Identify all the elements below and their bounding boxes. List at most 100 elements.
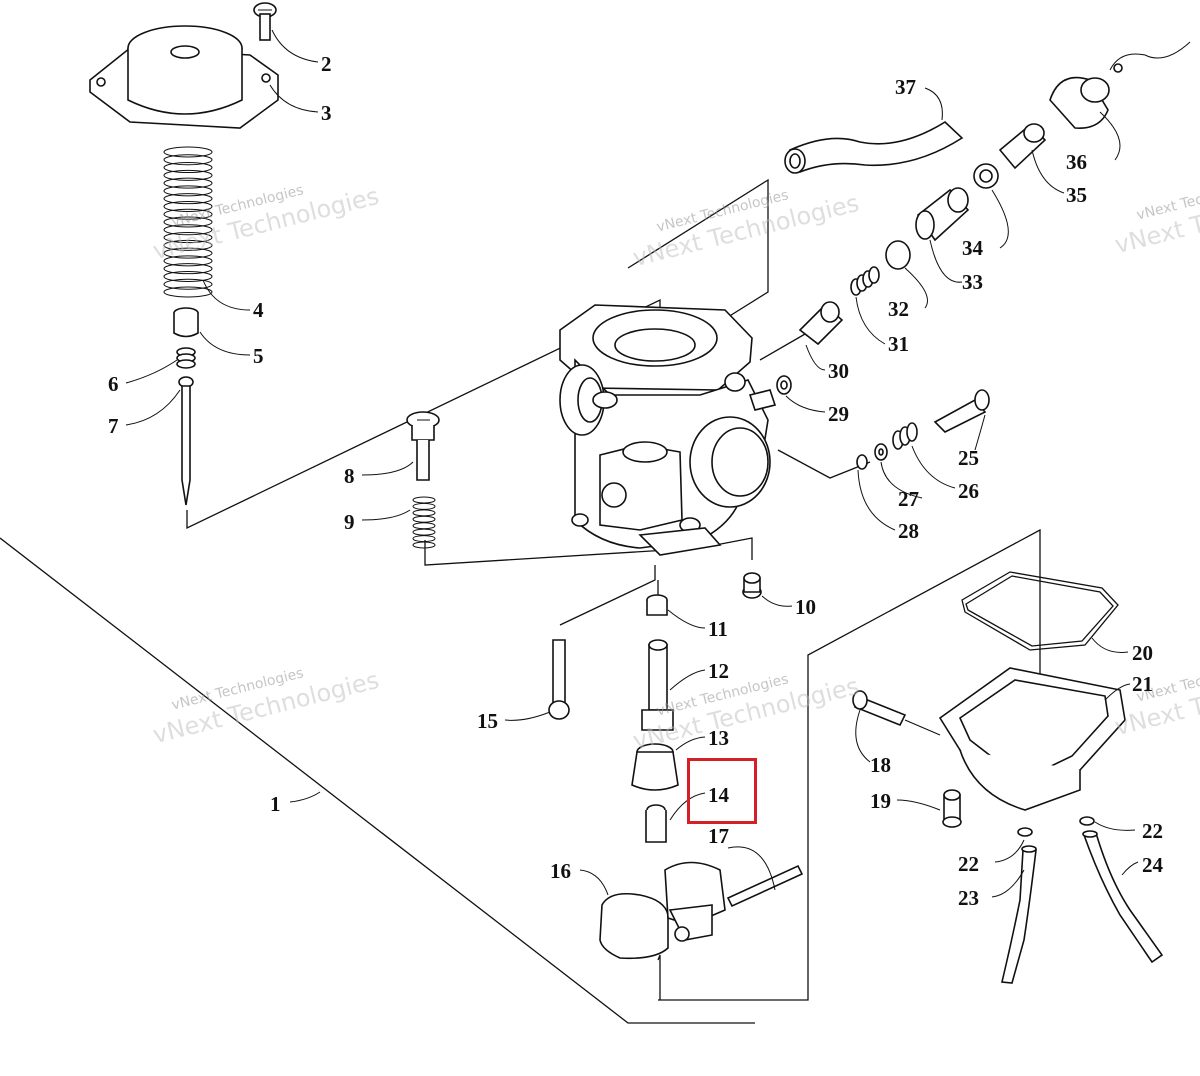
part-label-2: 2 <box>321 52 332 76</box>
spring-coil <box>412 509 436 517</box>
part-32-o-ring <box>885 240 911 270</box>
part-28-o-ring <box>856 454 868 470</box>
part-label-11: 11 <box>708 617 728 641</box>
part-11-jet <box>646 594 668 616</box>
part-label-36: 36 <box>1066 150 1087 174</box>
part-22-clip-left <box>1017 827 1033 837</box>
part-label-13: 13 <box>708 726 729 750</box>
part-27-washer <box>874 443 888 461</box>
spring-coil <box>163 146 213 158</box>
part-label-17: 17 <box>708 824 729 848</box>
part-label-4: 4 <box>253 298 264 322</box>
part-36-cap <box>1049 41 1191 129</box>
part-30-plunger <box>798 301 844 346</box>
spring-coil <box>412 502 436 510</box>
part-31-spring <box>850 266 880 296</box>
spring-coil <box>163 208 213 220</box>
spring-coil <box>163 270 213 282</box>
spring-coil <box>163 193 213 205</box>
part-4-spring <box>163 146 213 298</box>
part-26-spring <box>892 422 918 450</box>
part-label-8: 8 <box>344 464 355 488</box>
part-6-clip <box>176 347 196 369</box>
part-label-19: 19 <box>870 789 891 813</box>
part-label-33: 33 <box>962 270 983 294</box>
part-label-3: 3 <box>321 101 332 125</box>
part-21-float-bowl <box>938 667 1126 811</box>
part-3-cover <box>89 25 279 129</box>
spring-coil <box>163 232 213 244</box>
spring-coil <box>412 528 436 536</box>
part-label-21: 21 <box>1132 672 1153 696</box>
part-label-25: 25 <box>958 446 979 470</box>
part-33-starter-body <box>915 187 970 242</box>
part-9-spring <box>412 496 436 549</box>
part-5-retainer <box>173 307 199 338</box>
spring-coil <box>412 496 436 504</box>
part-label-23: 23 <box>958 886 979 910</box>
part-22-clip-right <box>1079 816 1095 826</box>
part-19-screw <box>942 789 962 828</box>
part-label-30: 30 <box>828 359 849 383</box>
part-label-18: 18 <box>870 753 891 777</box>
spring-coil <box>163 278 213 290</box>
part-label-5: 5 <box>253 344 264 368</box>
part-10-screw <box>742 572 762 599</box>
spring-coil <box>163 177 213 189</box>
part-label-26: 26 <box>958 479 979 503</box>
part-35-plunger <box>998 123 1047 170</box>
part-12-needle-jet <box>641 639 674 731</box>
leader-lines <box>125 29 1139 898</box>
part-label-34: 34 <box>962 236 983 260</box>
part-label-35: 35 <box>1066 183 1087 207</box>
carburetor-body <box>559 304 777 556</box>
part-label-6: 6 <box>108 372 119 396</box>
part-label-32: 32 <box>888 297 909 321</box>
spring-coil <box>163 154 213 166</box>
part-34-nut <box>973 163 999 189</box>
part-29-cap <box>776 375 792 395</box>
spring-coil <box>163 255 213 267</box>
spring-coil <box>412 522 436 530</box>
part-label-28: 28 <box>898 519 919 543</box>
part-label-9: 9 <box>344 510 355 534</box>
part-label-15: 15 <box>477 709 498 733</box>
highlight-box <box>687 758 757 824</box>
spring-coil <box>412 535 436 543</box>
part-23-drain-tube <box>1001 845 1037 984</box>
part-24-vent-tube <box>1082 830 1164 964</box>
part-label-24: 24 <box>1142 853 1163 877</box>
part-label-16: 16 <box>550 859 571 883</box>
part-label-29: 29 <box>828 402 849 426</box>
part-15-pilot-screw <box>548 639 570 720</box>
part-7-jet-needle <box>178 376 194 506</box>
spring-coil <box>163 200 213 212</box>
part-label-10: 10 <box>795 595 816 619</box>
part-25-screw <box>933 389 990 433</box>
spring-coil <box>163 169 213 181</box>
part-14-main-jet <box>645 804 667 843</box>
part-17-float-pin <box>726 864 804 908</box>
part-16-float <box>599 861 726 960</box>
part-label-37: 37 <box>895 75 916 99</box>
spring-coil <box>412 515 436 523</box>
spring-coil <box>163 185 213 197</box>
part-label-27: 27 <box>898 487 919 511</box>
spring-coil <box>163 263 213 275</box>
part-8-throttle-screw <box>406 411 440 481</box>
part-label-22: 22 <box>1142 819 1163 843</box>
part-label-31: 31 <box>888 332 909 356</box>
group-lines <box>0 178 1041 1024</box>
part-label-22: 22 <box>958 852 979 876</box>
part-label-7: 7 <box>108 414 119 438</box>
part-37-hose <box>784 120 964 174</box>
part-18-drain-screw <box>852 690 941 736</box>
spring-coil <box>412 541 436 549</box>
spring-coil <box>163 162 213 174</box>
part-label-1: 1 <box>270 792 281 816</box>
part-2-screw <box>253 2 277 41</box>
spring-coil <box>163 239 213 251</box>
spring-coil <box>163 216 213 228</box>
part-20-gasket <box>961 571 1119 651</box>
